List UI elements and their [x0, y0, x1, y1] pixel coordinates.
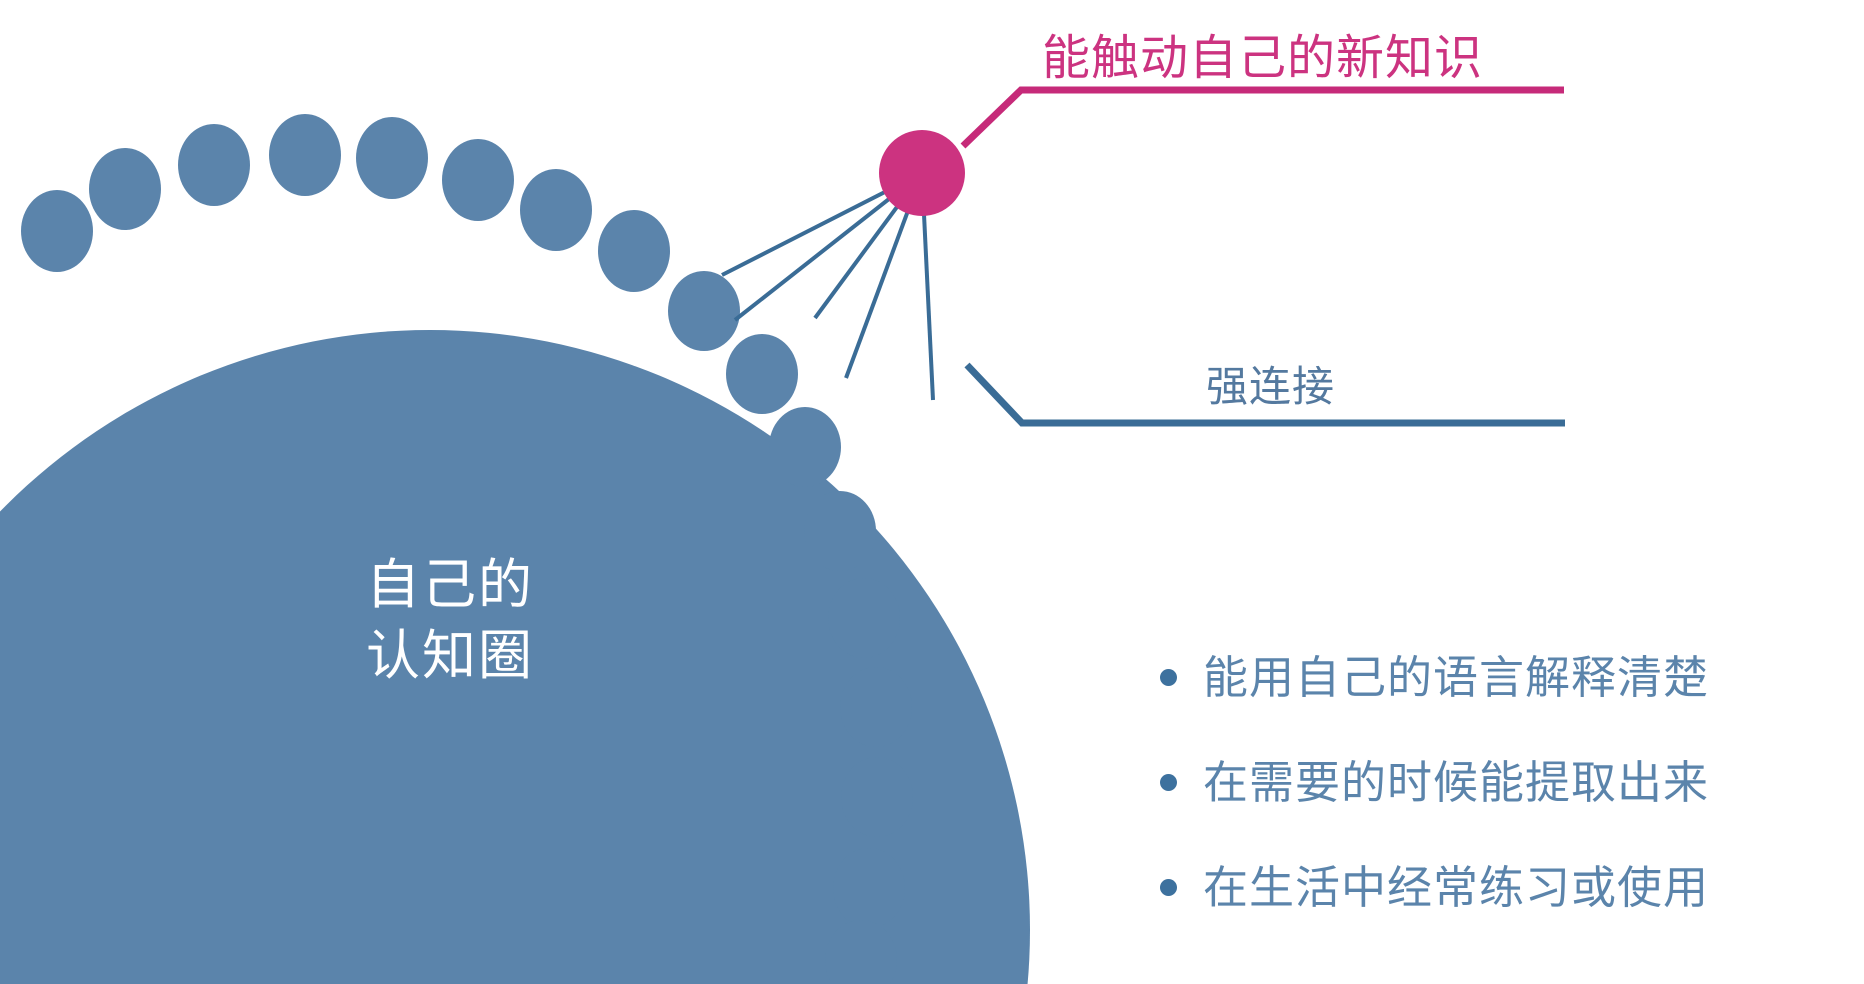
satellite-dot — [178, 124, 250, 206]
list-item: 能用自己的语言解释清楚 — [1160, 625, 1840, 730]
criteria-item-label: 在生活中经常练习或使用 — [1203, 862, 1710, 913]
satellite-dot — [520, 169, 592, 251]
core-circle — [0, 330, 1030, 984]
core-circle-label-line-2: 认知圈 — [366, 626, 534, 687]
new-knowledge-label: 能触动自己的新知识 — [1042, 32, 1484, 85]
satellite-dot — [828, 578, 900, 658]
satellite-dot — [804, 491, 876, 571]
bullet-icon — [1160, 879, 1177, 896]
satellite-dot — [442, 139, 514, 221]
satellite-dot — [769, 407, 841, 487]
list-item: 在需要的时候能提取出来 — [1160, 730, 1840, 835]
satellite-dot-ring — [21, 114, 913, 984]
core-circle-group — [0, 330, 1030, 984]
criteria-item-label: 在需要的时候能提取出来 — [1203, 757, 1710, 808]
satellite-dot — [841, 757, 913, 837]
core-circle-label-line-1: 自己的 — [366, 555, 534, 615]
new-knowledge-callout-line — [960, 86, 1564, 149]
satellite-dot — [598, 210, 670, 292]
list-item: 在生活中经常练习或使用 — [1160, 835, 1840, 940]
core-circle-label: 自己的 认知圈 — [330, 550, 570, 693]
satellite-dot — [89, 148, 161, 230]
satellite-dot — [726, 334, 798, 414]
criteria-list: 能用自己的语言解释清楚 在需要的时候能提取出来 在生活中经常练习或使用 — [1160, 625, 1840, 940]
criteria-item-label: 能用自己的语言解释清楚 — [1203, 652, 1710, 703]
new-knowledge-node[interactable] — [879, 130, 965, 216]
strong-link-callout-line — [964, 362, 1565, 427]
satellite-dot — [356, 117, 428, 199]
satellite-dot — [269, 114, 341, 196]
satellite-dot — [840, 667, 912, 747]
bullet-icon — [1160, 774, 1177, 791]
satellite-dot — [833, 848, 905, 928]
satellite-dot — [825, 920, 897, 984]
bullet-icon — [1160, 669, 1177, 686]
satellite-dot — [21, 190, 93, 272]
satellite-dot — [668, 271, 740, 351]
strong-link-label: 强连接 — [1206, 363, 1336, 410]
